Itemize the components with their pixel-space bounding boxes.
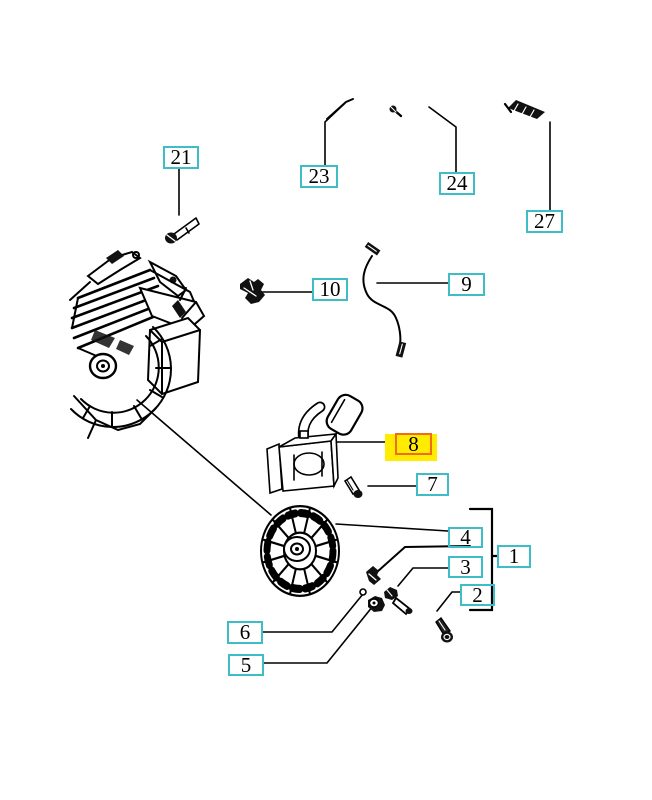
flywheel-icon bbox=[260, 505, 340, 597]
callout-7[interactable]: 7 bbox=[416, 473, 449, 496]
bolt-21-icon bbox=[165, 217, 200, 244]
group-bracket-icon bbox=[468, 507, 499, 612]
callout-5[interactable]: 5 bbox=[228, 654, 264, 676]
callout-3[interactable]: 3 bbox=[448, 556, 483, 578]
ignition-coil-icon bbox=[266, 393, 364, 495]
washer-6-icon bbox=[359, 588, 367, 596]
clip-10-icon bbox=[240, 278, 265, 304]
clip-4-icon bbox=[366, 566, 381, 585]
callout-2[interactable]: 2 bbox=[460, 584, 495, 606]
callout-4[interactable]: 4 bbox=[448, 527, 483, 548]
callout-24[interactable]: 24 bbox=[439, 172, 475, 195]
screw-24-icon bbox=[389, 105, 403, 118]
callout-27[interactable]: 27 bbox=[526, 210, 563, 233]
spark-plug-wire-icon bbox=[362, 241, 407, 358]
callout-21[interactable]: 21 bbox=[163, 146, 199, 169]
engine-assembly-drawing bbox=[69, 250, 206, 439]
screw-7-icon bbox=[343, 475, 363, 498]
screw-2-icon bbox=[435, 616, 453, 643]
leader-lines bbox=[136, 103, 551, 664]
screw-27-icon bbox=[503, 100, 545, 119]
rod-23-icon bbox=[326, 98, 354, 120]
pawl-3-icon bbox=[384, 587, 413, 616]
callout-23[interactable]: 23 bbox=[300, 165, 338, 188]
nut-5-icon bbox=[368, 596, 385, 612]
callout-8-highlighted[interactable]: 8 bbox=[395, 433, 432, 455]
callout-1[interactable]: 1 bbox=[497, 545, 531, 568]
callout-6[interactable]: 6 bbox=[227, 621, 263, 644]
callout-9[interactable]: 9 bbox=[448, 273, 485, 296]
callout-10[interactable]: 10 bbox=[312, 278, 348, 301]
